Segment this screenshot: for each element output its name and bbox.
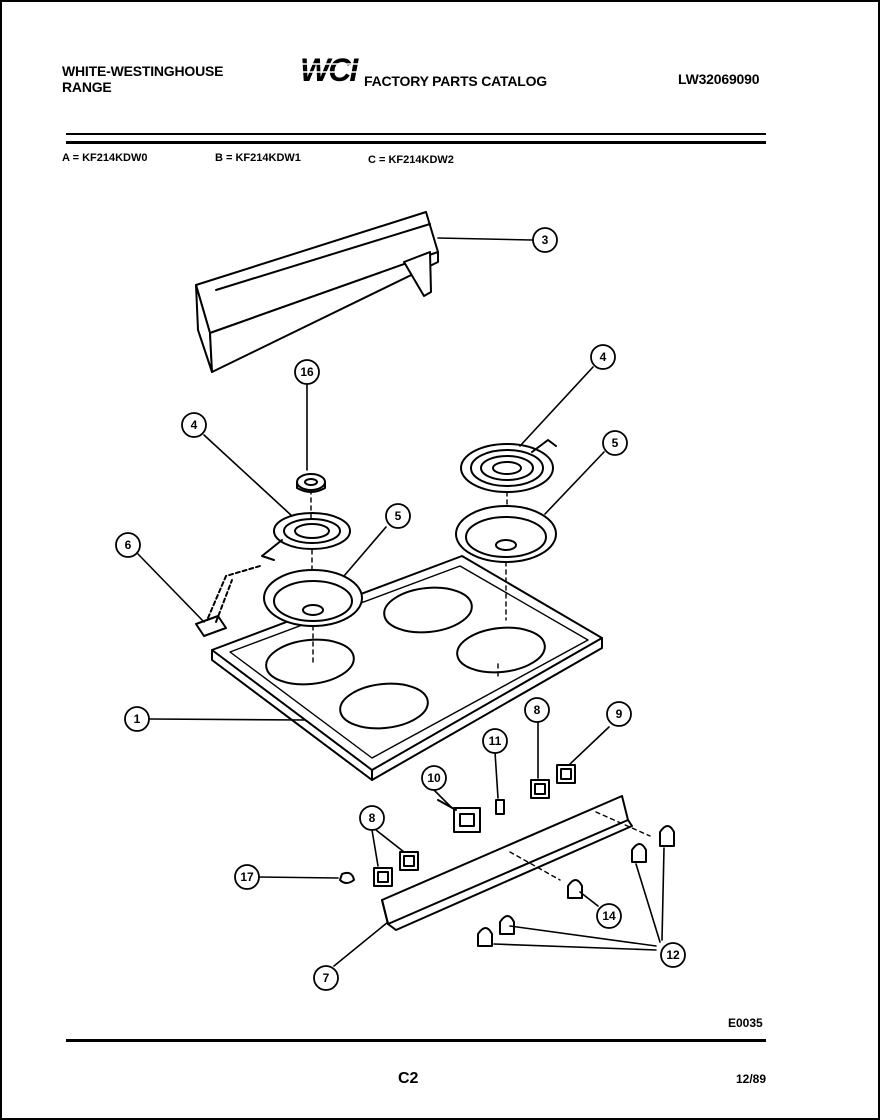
infinite-switch: [437, 799, 481, 833]
callout-3: 3: [542, 233, 549, 247]
callout-11: 11: [489, 734, 502, 748]
drip-bowl-left: [263, 569, 363, 627]
catalog-date: 12/89: [736, 1072, 767, 1086]
model-c: C = KF214KDW2: [368, 154, 454, 166]
drip-bowl-right: [455, 505, 557, 563]
callout-8-left: 8: [369, 811, 376, 825]
brand-block: WHITE-WESTINGHOUSE RANGE: [62, 63, 223, 95]
brand-name: WHITE-WESTINGHOUSE: [62, 63, 224, 79]
element-receptacle: [195, 565, 261, 637]
knob-left-2: [399, 851, 419, 871]
callout-14: 14: [602, 909, 616, 923]
model-b: B = KF214KDW1: [215, 152, 301, 164]
model-a: A = KF214KDW0: [62, 152, 148, 164]
callout-10: 10: [427, 771, 441, 785]
knob-right-8: [530, 779, 550, 799]
leader-lines: [137, 237, 665, 967]
surface-element-right: [460, 439, 557, 493]
cooktop: [211, 555, 603, 781]
callout-16: 16: [300, 365, 314, 379]
surface-element-left: [261, 512, 351, 561]
page-label: C2: [398, 1070, 419, 1087]
callout-5-left: 5: [395, 509, 402, 523]
catalog-title: FACTORY PARTS CATALOG: [364, 73, 547, 89]
screw-hardware: [477, 825, 675, 947]
catalog-number: LW32069090: [678, 71, 760, 87]
knob-right-9: [556, 764, 576, 784]
callout-4-right: 4: [600, 350, 607, 364]
callout-circles: [115, 227, 686, 991]
callout-17: 17: [240, 870, 254, 884]
logo-text: WCI: [300, 52, 359, 86]
panel-clip: [339, 871, 355, 884]
header-rule: [66, 133, 766, 135]
footer-rule: [66, 1039, 766, 1042]
wci-logo: WCI: [298, 52, 368, 88]
control-panel: [381, 795, 633, 931]
callout-1: 1: [134, 712, 141, 726]
product-type: RANGE: [62, 79, 112, 95]
header-rule-thick: [66, 141, 766, 144]
callout-6: 6: [125, 538, 132, 552]
callout-5-right: 5: [612, 436, 619, 450]
callout-4-left: 4: [191, 418, 198, 432]
indicator-light: [495, 799, 505, 815]
diagram-code: E0035: [728, 1016, 763, 1030]
callout-7: 7: [323, 971, 330, 985]
callout-12: 12: [666, 948, 680, 962]
callout-8-right: 8: [534, 703, 541, 717]
backguard: [195, 211, 439, 373]
knob-left-1: [373, 867, 393, 887]
assembly-lines: [310, 489, 651, 881]
callout-9: 9: [616, 707, 623, 721]
